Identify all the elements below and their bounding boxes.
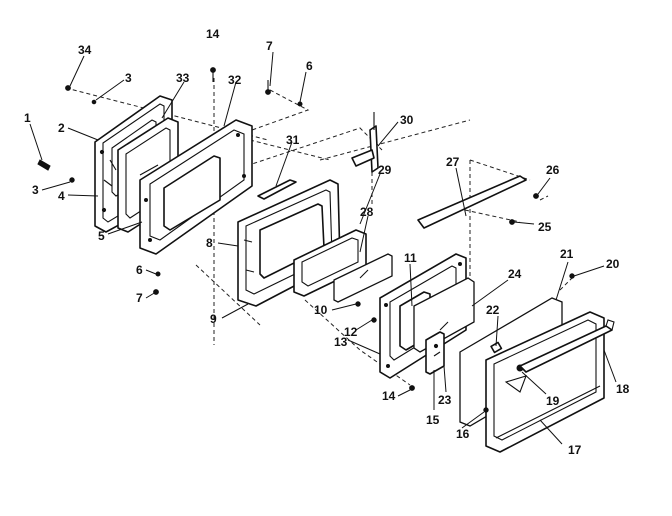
callout-1: 1 — [24, 111, 31, 125]
callout-10: 10 — [314, 303, 328, 317]
callout-23: 23 — [438, 393, 452, 407]
part-door-handle — [519, 319, 615, 373]
callout-labels: 1 2 3 3 4 5 6 6 7 7 8 9 10 11 12 13 14 1… — [24, 27, 630, 457]
callout-6-bottom: 6 — [136, 263, 143, 277]
callout-5: 5 — [98, 229, 105, 243]
leader-lines — [29, 51, 617, 445]
callout-24: 24 — [508, 267, 522, 281]
callout-18: 18 — [616, 382, 630, 396]
screw-14a — [210, 67, 216, 73]
callout-34: 34 — [78, 43, 92, 57]
part-glass-panel — [413, 277, 475, 353]
callout-11: 11 — [404, 251, 417, 265]
callout-17: 17 — [568, 443, 582, 457]
callout-3-left: 3 — [32, 183, 39, 197]
screw-12 — [371, 317, 377, 323]
callout-25: 25 — [538, 220, 552, 234]
screw-3a — [91, 99, 97, 105]
callout-30: 30 — [400, 113, 414, 127]
callout-14-bottom: 14 — [382, 389, 396, 403]
screw-16 — [483, 407, 489, 413]
screw-20 — [569, 273, 575, 279]
part-trim-strip — [417, 175, 527, 229]
callout-15: 15 — [426, 413, 440, 427]
callout-12: 12 — [344, 325, 358, 339]
callout-27: 27 — [446, 155, 460, 169]
part-latch-lever — [351, 112, 379, 173]
screw-hardware — [37, 67, 575, 413]
screw-1 — [37, 159, 51, 171]
part-window-glass — [333, 253, 393, 303]
callout-28: 28 — [360, 205, 374, 219]
part-gasket-strip — [257, 179, 297, 200]
screw-25 — [509, 219, 515, 225]
callout-32: 32 — [228, 73, 242, 87]
callout-16: 16 — [456, 427, 470, 441]
screw-34 — [65, 85, 71, 91]
callout-8: 8 — [206, 236, 213, 250]
callout-7-bottom: 7 — [136, 291, 143, 305]
callout-21: 21 — [560, 247, 574, 261]
callout-13: 13 — [334, 335, 348, 349]
screw-6a — [297, 101, 303, 107]
callout-22: 22 — [486, 303, 500, 317]
callout-31: 31 — [286, 133, 300, 147]
screw-26 — [533, 193, 539, 199]
callout-7-top: 7 — [266, 39, 273, 53]
part-inner-door-frame — [139, 119, 253, 255]
screw-14b — [409, 385, 415, 391]
part-hinge — [425, 331, 445, 375]
callout-33: 33 — [176, 71, 190, 85]
screw-10 — [355, 301, 361, 307]
callout-20: 20 — [606, 257, 620, 271]
callout-9: 9 — [210, 312, 217, 326]
screw-6b — [155, 271, 161, 277]
callout-26: 26 — [546, 163, 560, 177]
callout-2: 2 — [58, 121, 65, 135]
callout-4: 4 — [58, 189, 65, 203]
part-door-frame — [237, 179, 341, 307]
callout-3-top: 3 — [125, 71, 132, 85]
screw-3b — [69, 177, 75, 183]
callout-6-top: 6 — [306, 59, 313, 73]
callout-29: 29 — [378, 163, 392, 177]
callout-19: 19 — [546, 394, 560, 408]
callout-14-top: 14 — [206, 27, 220, 41]
